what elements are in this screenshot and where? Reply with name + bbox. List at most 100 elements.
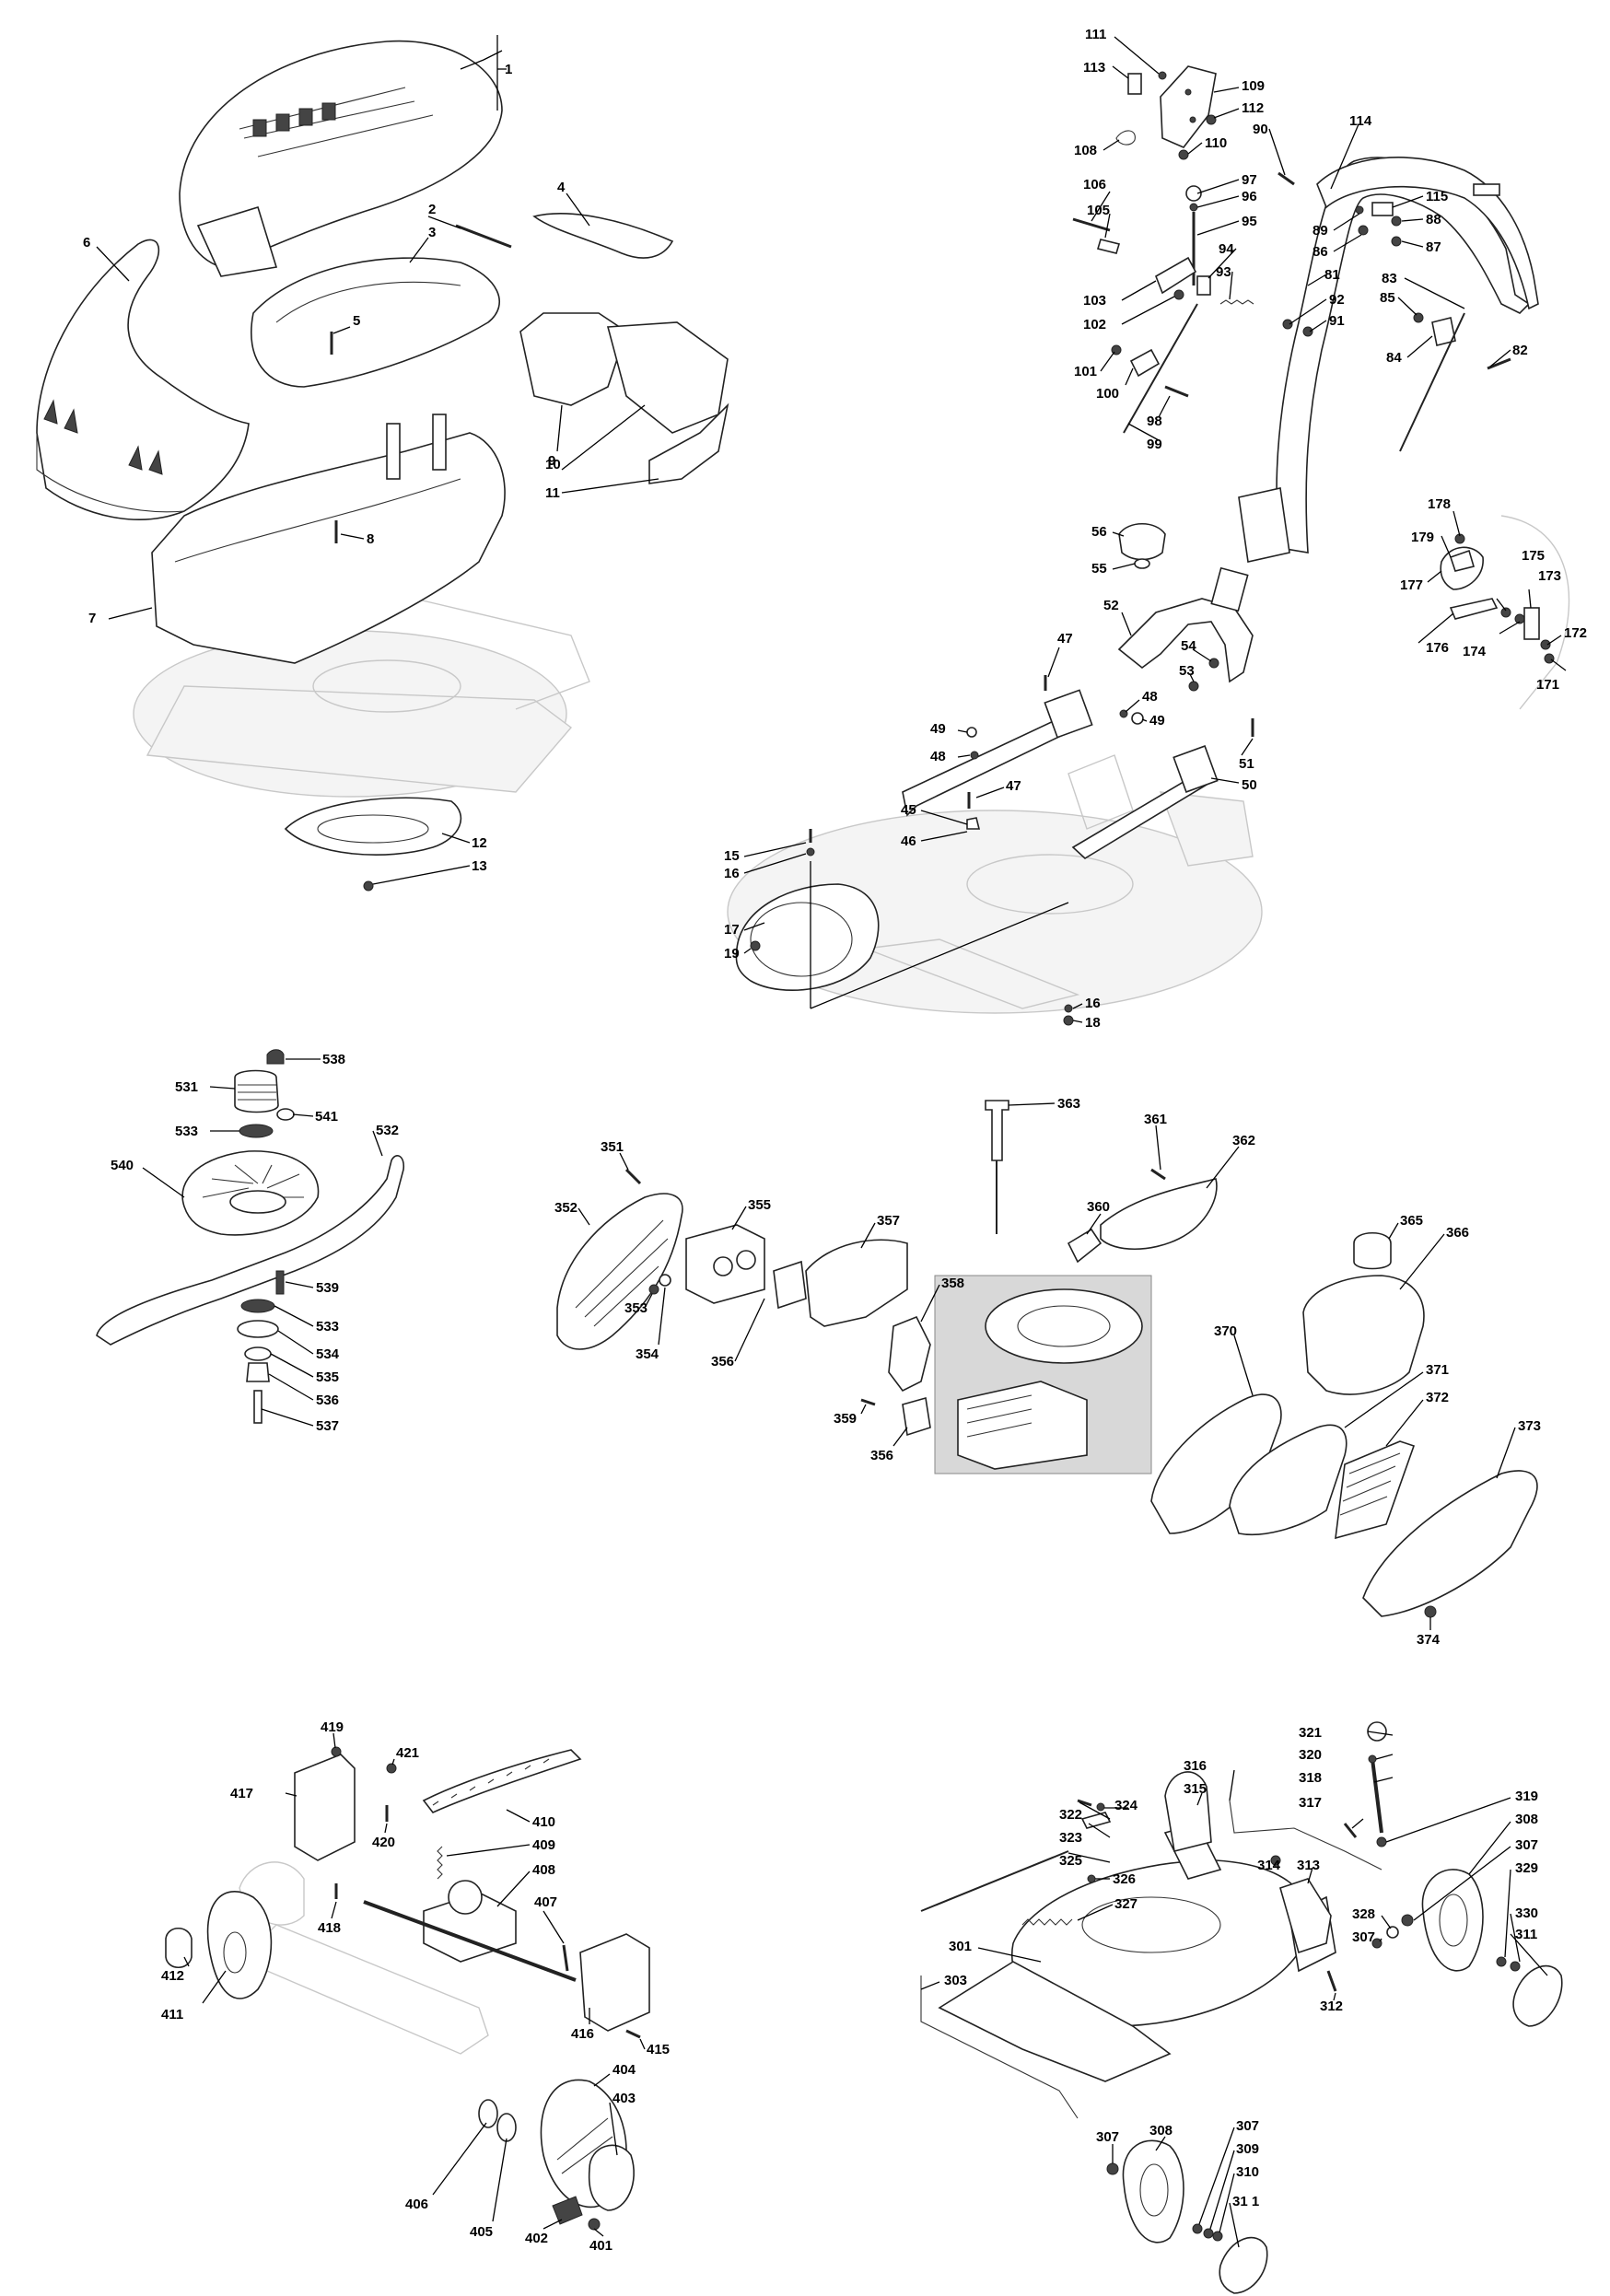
part-100-cable-adjuster — [1129, 348, 1161, 378]
callout-92: 92 — [1329, 292, 1345, 308]
part-109-bracket — [1160, 65, 1217, 148]
part-16a-washer — [806, 847, 815, 857]
callout-407: 407 — [534, 1894, 557, 1910]
group-handle — [1072, 65, 1570, 710]
part-372-air-filter — [1335, 1440, 1416, 1540]
part-83-cable — [1399, 312, 1465, 452]
callout-90: 90 — [1253, 122, 1268, 137]
callout-359: 359 — [834, 1411, 857, 1427]
callout-3: 3 — [428, 225, 436, 240]
part-403-gear — [588, 2144, 635, 2211]
part-108-cable-end — [1115, 130, 1136, 146]
callout-301: 301 — [949, 1939, 972, 1954]
callout-540: 540 — [111, 1158, 134, 1173]
part-356a-gasket — [773, 1260, 807, 1310]
callout-403: 403 — [612, 2091, 636, 2106]
callout-109: 109 — [1242, 78, 1265, 94]
callout-351: 351 — [601, 1139, 624, 1155]
callout-409: 409 — [532, 1837, 555, 1853]
part-12-plate — [284, 797, 462, 856]
callout-307a: 307 — [1515, 1837, 1538, 1853]
callout-535: 535 — [316, 1369, 339, 1385]
part-112-nut — [1206, 114, 1217, 125]
callout-172: 172 — [1564, 625, 1587, 641]
callout-355: 355 — [748, 1197, 771, 1213]
part-366-fuel-tank — [1302, 1275, 1425, 1395]
part-99-cable — [1123, 303, 1198, 434]
part-362-cover — [1100, 1178, 1218, 1251]
part-412-bushing — [165, 1927, 192, 1969]
callout-83: 83 — [1382, 271, 1397, 286]
callout-313: 313 — [1297, 1858, 1320, 1873]
callout-316: 316 — [1184, 1758, 1207, 1774]
callout-354: 354 — [636, 1346, 659, 1362]
callout-98: 98 — [1147, 414, 1162, 429]
callout-179: 179 — [1411, 530, 1434, 545]
callout-53: 53 — [1179, 663, 1195, 679]
part-307d-washer — [1192, 2223, 1203, 2234]
leaders-blade — [142, 1058, 383, 1427]
callout-84: 84 — [1386, 350, 1402, 366]
part-13-screw — [363, 880, 374, 892]
part-48b-washer — [970, 751, 979, 760]
part-105-spacer — [1096, 239, 1121, 254]
callout-307c: 307 — [1096, 2129, 1119, 2145]
callout-110: 110 — [1205, 135, 1227, 151]
callout-319: 319 — [1515, 1789, 1538, 1804]
callout-99: 99 — [1147, 437, 1162, 452]
callout-416: 416 — [571, 2026, 594, 2042]
part-171-nut — [1544, 653, 1555, 664]
callout-7: 7 — [88, 611, 96, 626]
part-308b-front-wheel — [1122, 2139, 1184, 2244]
callout-176: 176 — [1426, 640, 1449, 656]
callout-16b: 16 — [1085, 996, 1101, 1011]
group-lower-handle — [727, 523, 1263, 1026]
callout-307b: 307 — [1352, 1929, 1375, 1945]
callout-327: 327 — [1114, 1896, 1138, 1912]
callout-370: 370 — [1214, 1323, 1237, 1339]
callout-311b: 31 1 — [1232, 2194, 1259, 2209]
callout-308b: 308 — [1149, 2123, 1172, 2139]
part-310-washer — [1212, 2231, 1223, 2242]
part-317-screw — [1343, 1823, 1358, 1838]
part-358-exhaust-pipe — [888, 1315, 931, 1393]
callout-373: 373 — [1518, 1418, 1541, 1434]
part-536-nut — [246, 1362, 270, 1382]
part-17-mounting-ring — [735, 883, 880, 991]
callout-534: 534 — [316, 1346, 340, 1362]
callout-365: 365 — [1400, 1213, 1423, 1229]
group-body-covers — [36, 40, 729, 892]
part-370-air-filter-housing — [1150, 1393, 1282, 1534]
part-89-nut — [1355, 205, 1364, 215]
part-410-drive-belt — [422, 1749, 582, 1813]
part-87-nut — [1391, 236, 1402, 247]
part-374-screw — [1424, 1605, 1437, 1618]
callout-320: 320 — [1299, 1747, 1322, 1763]
callout-81: 81 — [1324, 267, 1340, 283]
callout-9: 9 — [548, 453, 555, 469]
callout-171: 171 — [1536, 677, 1559, 693]
callout-374: 374 — [1417, 1632, 1441, 1648]
callout-360: 360 — [1087, 1199, 1110, 1215]
callout-48a: 48 — [1142, 689, 1158, 705]
callout-310: 310 — [1236, 2164, 1259, 2180]
part-98-bolt — [1164, 385, 1189, 398]
callout-177: 177 — [1400, 577, 1423, 593]
part-84-clip — [1431, 317, 1456, 346]
callout-93: 93 — [1216, 264, 1231, 280]
part-329-nut — [1496, 1956, 1507, 1967]
callout-115: 115 — [1426, 189, 1448, 204]
callout-352: 352 — [554, 1200, 578, 1216]
part-419-nut — [331, 1746, 342, 1757]
callout-410: 410 — [532, 1814, 555, 1830]
callout-411: 411 — [161, 2007, 183, 2022]
callout-17: 17 — [724, 922, 740, 938]
callout-105: 105 — [1087, 203, 1110, 218]
part-106-bolt — [1072, 217, 1111, 232]
callout-87: 87 — [1426, 239, 1441, 255]
part-85-nut — [1413, 312, 1424, 323]
callout-6: 6 — [83, 235, 90, 251]
callout-8: 8 — [367, 531, 374, 547]
part-82-bolt — [1487, 357, 1511, 370]
part-54-washer — [1208, 658, 1219, 669]
